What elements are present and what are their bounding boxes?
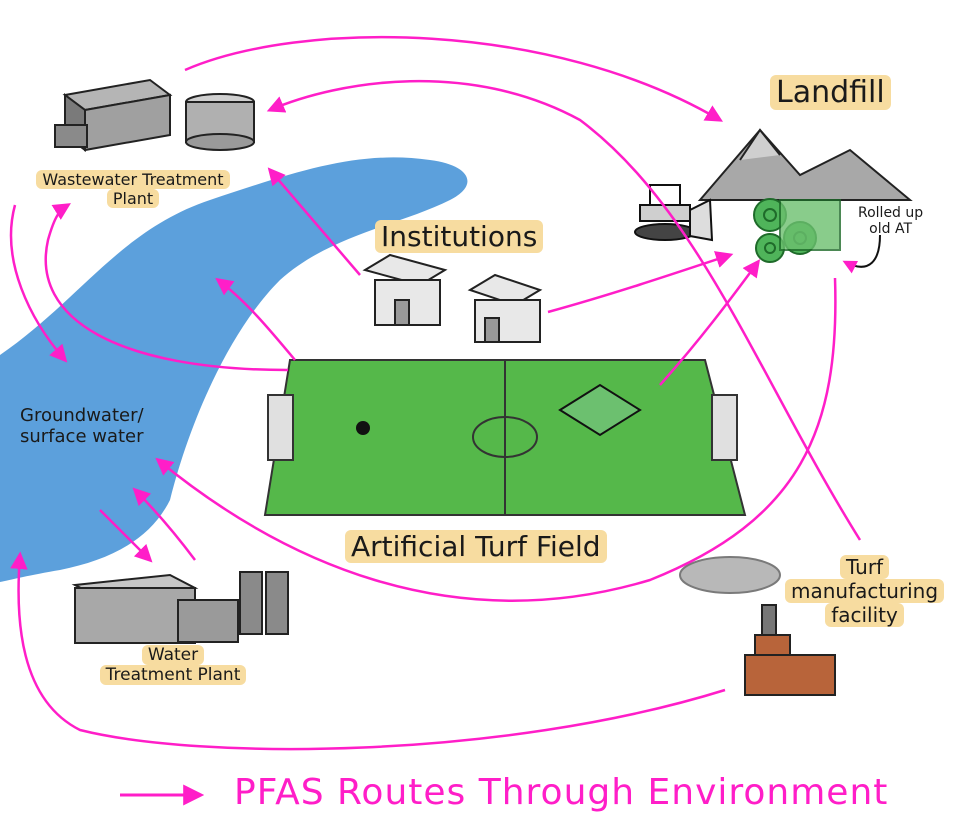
- soccer-field-icon: [263, 359, 747, 516]
- landfill-icon: [697, 128, 913, 201]
- legend: PFAS Routes Through Environment: [218, 772, 888, 813]
- institutions-label: Institutions: [375, 220, 544, 253]
- wastewater-label: Wastewater Treatment Plant: [18, 170, 248, 208]
- river-shape: [0, 157, 468, 583]
- pfas-arrows: [9, 35, 862, 751]
- landfill-label: Landfill: [770, 75, 891, 110]
- water-treatment-plant-icon: [71, 571, 289, 644]
- turf-facility-label: Turf manufacturing facility: [785, 555, 945, 627]
- legend-text: PFAS Routes Through Environment: [234, 772, 889, 813]
- wastewater-plant-icon: [54, 78, 255, 152]
- rolled-turf-icon: [753, 198, 841, 263]
- groundwater-label: Groundwater/ surface water: [20, 405, 144, 447]
- bulldozer-icon: [634, 184, 714, 242]
- rolled-turf-label: Rolled up old AT: [858, 205, 924, 237]
- turf-field-label: Artificial Turf Field: [345, 530, 607, 563]
- house-icon: [362, 253, 543, 343]
- rolled-turf-pointer: [842, 234, 881, 274]
- water-treatment-label: Water Treatment Plant: [78, 645, 268, 685]
- factory-icon: [679, 556, 836, 696]
